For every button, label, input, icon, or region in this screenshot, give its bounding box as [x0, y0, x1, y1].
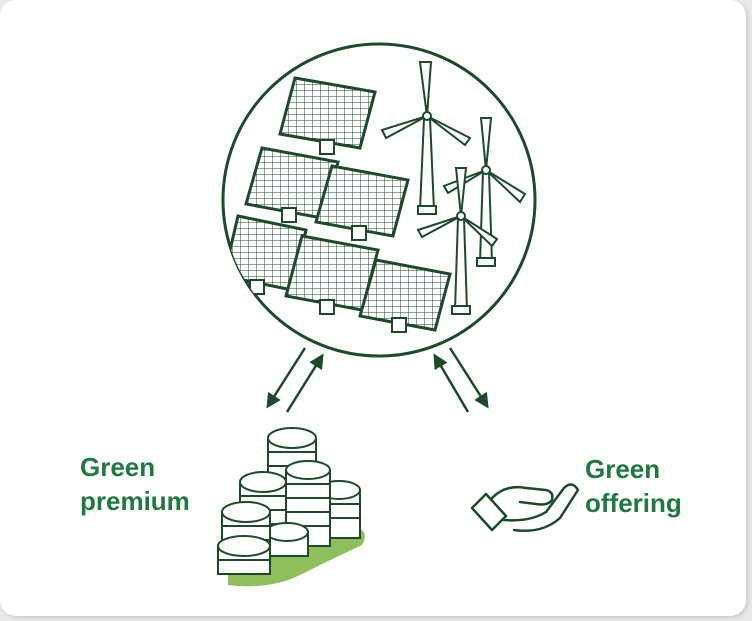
green-offering-line-2: offering	[585, 488, 682, 518]
green-offering-label: Green offering	[585, 452, 682, 520]
solar-panel	[278, 76, 377, 155]
left-exchange-arrows	[266, 347, 324, 413]
wind-turbine	[380, 61, 472, 215]
wind-turbine	[416, 167, 499, 315]
solar-and-wind-farm-icon	[221, 42, 537, 358]
green-offering-line-1: Green	[585, 454, 661, 484]
right-exchange-arrows	[433, 347, 489, 413]
green-premium-line-1: Green	[80, 452, 156, 482]
green-premium-line-2: premium	[80, 486, 190, 516]
solar-panel	[314, 164, 410, 241]
offering-hand-icon	[470, 483, 580, 532]
coin-stacks-icon	[217, 427, 365, 587]
solar-panel	[358, 258, 452, 333]
green-premium-label: Green premium	[80, 450, 190, 518]
